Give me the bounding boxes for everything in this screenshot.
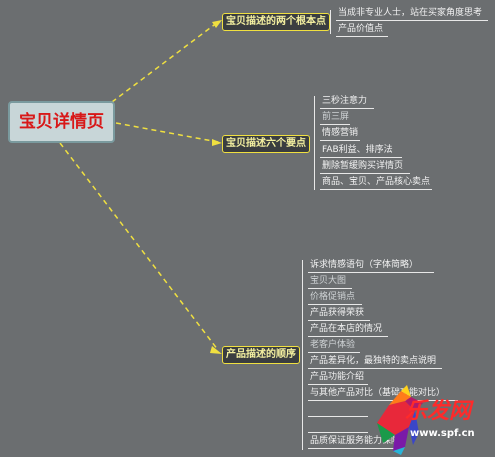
link-root-branch-3 xyxy=(59,142,219,351)
brace-branch-2 xyxy=(314,96,315,190)
leaf-underline xyxy=(320,189,432,190)
leaf-underline xyxy=(320,173,410,174)
leaf-underline xyxy=(320,157,402,158)
leaf-underline xyxy=(308,272,434,273)
horse-logo xyxy=(377,385,423,455)
leaf-underline xyxy=(308,304,362,305)
watermark-brand: 乐发网 xyxy=(405,399,472,424)
leaf-underline xyxy=(308,288,352,289)
leaf-3-7[interactable]: 产品差异化，最独特的卖点说明 xyxy=(310,356,437,366)
leaf-2-4[interactable]: FAB利益、排序法 xyxy=(322,145,393,155)
leaf-underline xyxy=(308,320,370,321)
watermark-url: www.spf.cn xyxy=(410,428,475,439)
leaf-underline xyxy=(336,20,488,21)
leaf-underline xyxy=(308,448,398,449)
leaf-underline xyxy=(308,400,458,401)
leaf-3-3[interactable]: 价格促销点 xyxy=(310,292,356,302)
leaf-3-8[interactable]: 产品功能介绍 xyxy=(310,372,365,382)
leaf-underline xyxy=(336,36,388,37)
leaf-underline xyxy=(308,416,368,417)
root-node[interactable]: 宝贝详情页 xyxy=(8,101,115,143)
arrow-branch-3 xyxy=(210,346,222,354)
leaf-underline xyxy=(308,336,388,337)
leaf-3-1[interactable]: 诉求情感语句（字体简略） xyxy=(310,260,419,270)
leaf-3-12[interactable]: 品质保证服务能力保障 xyxy=(310,436,401,446)
leaf-underline xyxy=(320,124,350,125)
leaf-underline xyxy=(320,108,374,109)
leaf-1-1[interactable]: 当成非专业人士，站在买家角度思考 xyxy=(338,8,483,18)
leaf-1-2[interactable]: 产品价值点 xyxy=(338,24,384,34)
leaf-2-6[interactable]: 商品、宝贝、产品核心卖点 xyxy=(322,177,431,187)
arrow-branch-2 xyxy=(212,139,222,146)
leaf-3-4[interactable]: 产品获得荣获 xyxy=(310,308,365,318)
leaf-underline xyxy=(308,352,360,353)
brace-branch-1 xyxy=(330,10,331,34)
leaf-underline xyxy=(308,432,368,433)
leaf-2-1[interactable]: 三秒注意力 xyxy=(322,96,368,106)
leaf-underline xyxy=(320,140,360,141)
arrow-branch-1 xyxy=(212,20,222,28)
leaf-3-6[interactable]: 老客户体验 xyxy=(310,340,356,350)
leaf-3-2[interactable]: 宝贝大图 xyxy=(310,276,347,286)
leaf-3-5[interactable]: 产品在本店的情况 xyxy=(310,324,383,334)
branch-six-points[interactable]: 宝贝描述六个要点 xyxy=(222,135,310,153)
link-root-branch-1 xyxy=(111,21,219,103)
leaf-underline xyxy=(308,384,368,385)
leaf-2-2[interactable]: 前三屏 xyxy=(322,112,350,122)
branch-order[interactable]: 产品描述的顺序 xyxy=(222,346,300,364)
brace-branch-3 xyxy=(302,260,303,450)
leaf-2-5[interactable]: 删除暂缓购买详情页 xyxy=(322,161,404,171)
branch-root-points[interactable]: 宝贝描述的两个根本点 xyxy=(222,13,330,31)
leaf-3-9[interactable]: 与其他产品对比（基础功能对比） xyxy=(310,388,446,398)
leaf-underline xyxy=(308,368,442,369)
link-root-branch-2 xyxy=(115,122,219,143)
leaf-2-3[interactable]: 情感营销 xyxy=(322,128,359,138)
